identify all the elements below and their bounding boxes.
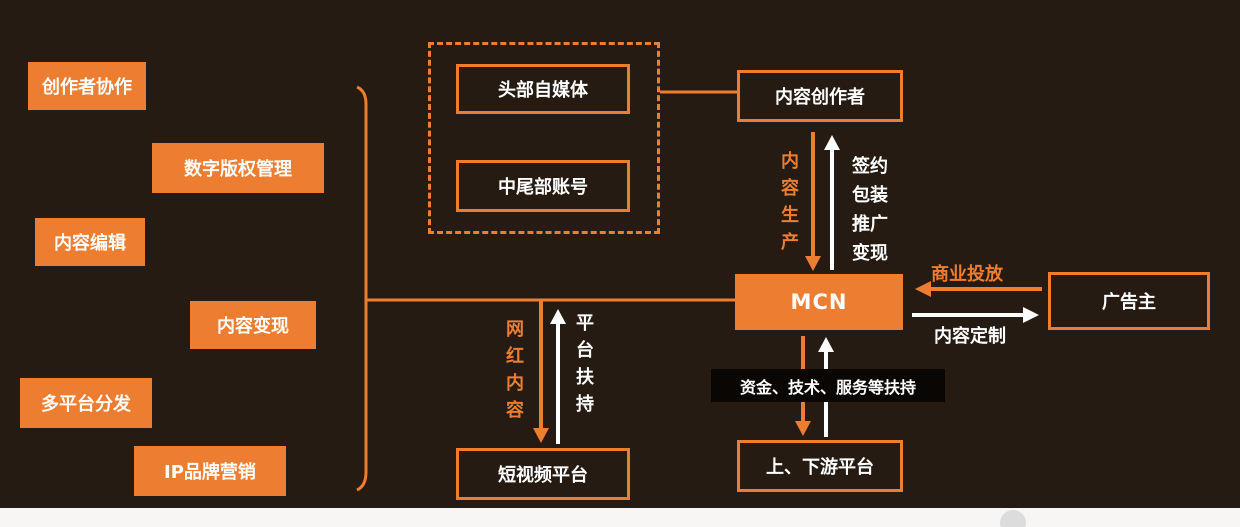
left-group-bracket	[356, 85, 368, 492]
node-creator-collaboration: 创作者协作	[28, 62, 146, 110]
mcn-to-creator-arrow	[824, 135, 840, 270]
node-content-monetization: 内容变现	[190, 301, 316, 349]
label-support-bar: 资金、技术、服务等扶持	[711, 369, 945, 402]
node-mid-tail-accounts: 中尾部账号	[456, 160, 630, 212]
node-content-creator: 内容创作者	[737, 70, 903, 122]
node-content-editing: 内容编辑	[35, 218, 145, 266]
label-commercial-placement: 商业投放	[931, 264, 1003, 285]
node-advertiser: 广告主	[1048, 272, 1210, 330]
node-digital-copyright: 数字版权管理	[152, 143, 324, 193]
label-promote: 推广	[852, 214, 888, 235]
label-content-customization: 内容定制	[934, 326, 1006, 347]
mcn-to-shortvideo-arrow	[533, 300, 549, 443]
node-ip-brand-marketing: IP品牌营销	[134, 446, 286, 496]
label-sign: 签约	[852, 156, 888, 177]
label-platform-support: 平台扶持	[576, 313, 594, 415]
creator-to-mcn-arrow	[805, 132, 821, 271]
label-content-production: 内容生产	[781, 151, 799, 253]
label-package: 包装	[852, 185, 888, 206]
page-bottom-circle	[1000, 510, 1026, 527]
label-monetize: 变现	[852, 243, 888, 264]
label-influencer-content: 网红内容	[506, 319, 524, 421]
shortvideo-to-mcn-arrow	[550, 309, 566, 444]
label-sign-package-promote-monetize: 签约 包装 推广 变现	[850, 152, 890, 268]
node-upstream-downstream-platform: 上、下游平台	[737, 440, 903, 492]
page-bottom-strip	[0, 508, 1240, 527]
node-head-media: 头部自媒体	[456, 64, 630, 114]
node-multiplatform-distribution: 多平台分发	[20, 378, 152, 428]
node-short-video-platform: 短视频平台	[456, 448, 630, 500]
mcn-to-advertiser-arrow	[912, 307, 1039, 323]
media-accounts-group	[428, 42, 660, 234]
advertiser-to-mcn-arrow	[915, 281, 1042, 297]
node-mcn: MCN	[735, 274, 903, 330]
